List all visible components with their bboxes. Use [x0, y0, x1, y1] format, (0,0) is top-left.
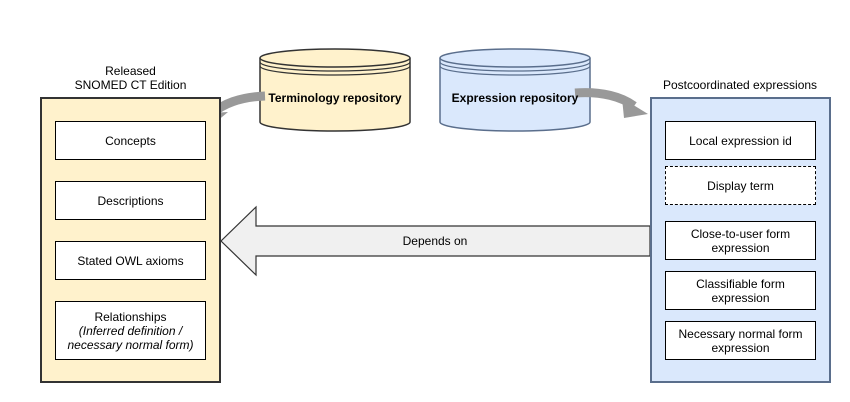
- left-caption-line2: SNOMED CT Edition: [74, 78, 187, 92]
- descriptions-label: Descriptions: [97, 193, 164, 208]
- depends-on-arrow: [220, 205, 651, 277]
- expression-repository-label: Expression repository: [451, 91, 579, 105]
- descriptions-box: Descriptions: [55, 181, 206, 220]
- relationships-box: Relationships (Inferred definition / nec…: [55, 301, 206, 360]
- classifiable-form-box: Classifiable form expression: [665, 271, 816, 310]
- terminology-repository-cylinder: [259, 48, 411, 132]
- terminology-repository-label: Terminology repository: [268, 91, 402, 105]
- display-term-label: Display term: [707, 178, 774, 193]
- necessary-normal-form-line2: expression: [711, 340, 770, 355]
- close-to-user-form-box: Close-to-user form expression: [665, 221, 816, 260]
- depends-on-label: Depends on: [402, 234, 468, 248]
- necessary-normal-form-line1: Necessary normal form: [678, 326, 803, 341]
- necessary-normal-form-box: Necessary normal form expression: [665, 321, 816, 360]
- concepts-label: Concepts: [105, 133, 156, 148]
- close-to-user-form-line2: expression: [711, 240, 770, 255]
- concepts-box: Concepts: [55, 121, 206, 160]
- stated-owl-axioms-label: Stated OWL axioms: [77, 253, 184, 268]
- classifiable-form-line2: expression: [711, 290, 770, 305]
- relationships-sub1: (Inferred definition /: [78, 323, 183, 338]
- close-to-user-form-line1: Close-to-user form: [690, 226, 791, 241]
- curved-arrow-to-right-panel: [574, 88, 648, 118]
- expression-repository-cylinder: [439, 48, 591, 132]
- classifiable-form-line1: Classifiable form: [696, 276, 785, 291]
- local-expression-id-box: Local expression id: [665, 121, 816, 160]
- local-expression-id-label: Local expression id: [689, 133, 792, 148]
- stated-owl-axioms-box: Stated OWL axioms: [55, 241, 206, 280]
- right-panel-caption: Postcoordinated expressions: [662, 78, 818, 92]
- left-caption-line1: Released: [105, 64, 156, 78]
- left-panel-caption: Released SNOMED CT Edition: [40, 64, 221, 92]
- relationships-sub2: necessary normal form): [67, 337, 194, 352]
- display-term-box: Display term: [665, 166, 816, 205]
- relationships-label: Relationships: [94, 309, 167, 324]
